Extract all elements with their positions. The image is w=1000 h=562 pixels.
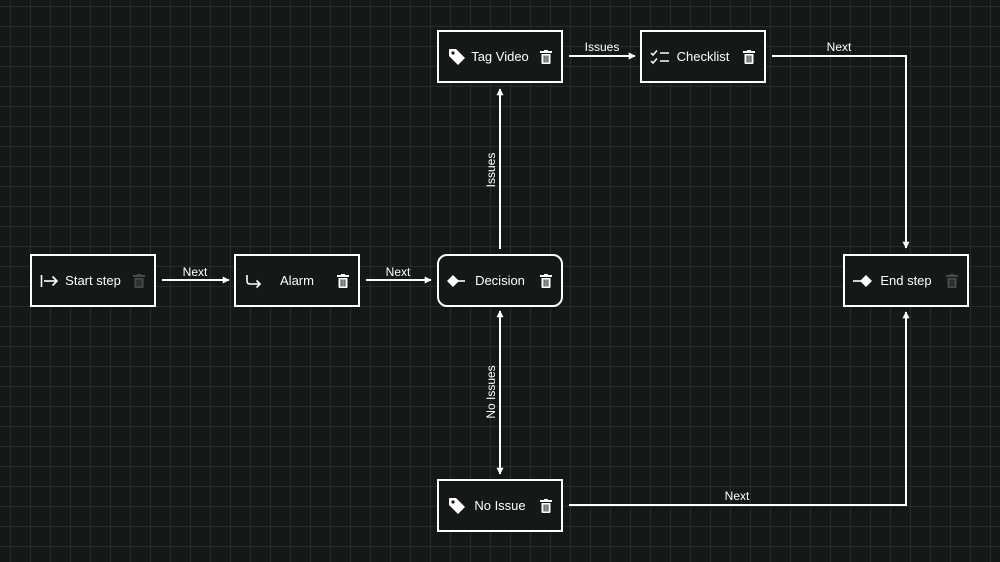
edge-label-decision-no-issue: No Issues (484, 365, 498, 419)
node-start-step[interactable]: Start step (30, 254, 156, 307)
trash-icon[interactable] (336, 273, 350, 289)
end-diamond-icon (853, 271, 873, 291)
trash-icon (945, 273, 959, 289)
node-end-step[interactable]: End step (843, 254, 969, 307)
edge-label-decision-tag-video: Issues (484, 152, 498, 188)
trash-icon[interactable] (539, 498, 553, 514)
node-no-issue[interactable]: No Issue (437, 479, 563, 532)
node-label: Checklist (676, 49, 730, 64)
trash-icon[interactable] (539, 49, 553, 65)
checklist-icon (650, 47, 670, 67)
redirect-arrow-icon (244, 271, 264, 291)
node-label: Start step (65, 273, 121, 288)
trash-icon (132, 273, 146, 289)
edge-label-tag-video-checklist: Issues (584, 40, 620, 54)
node-tag-video[interactable]: Tag Video (437, 30, 563, 83)
trash-icon[interactable] (742, 49, 756, 65)
edge-label-no-issue-end: Next (724, 489, 750, 503)
edge-label-start-alarm: Next (182, 265, 208, 279)
node-alarm[interactable]: Alarm (234, 254, 360, 307)
decision-diamond-icon (447, 271, 467, 291)
trash-icon[interactable] (539, 273, 553, 289)
node-label: Decision (475, 273, 525, 288)
edge-label-checklist-end: Next (826, 40, 852, 54)
node-label: Tag Video (471, 49, 529, 64)
start-arrow-icon (40, 271, 60, 291)
node-label: End step (880, 273, 932, 288)
edge-checklist-end[interactable] (772, 55, 910, 249)
edge-label-alarm-decision: Next (385, 265, 411, 279)
tag-icon (447, 496, 467, 516)
node-checklist[interactable]: Checklist (640, 30, 766, 83)
node-label: Alarm (280, 273, 314, 288)
edge-no-issue-end[interactable] (569, 311, 910, 506)
node-label: No Issue (474, 498, 526, 513)
tag-icon (447, 47, 467, 67)
node-decision[interactable]: Decision (437, 254, 563, 307)
